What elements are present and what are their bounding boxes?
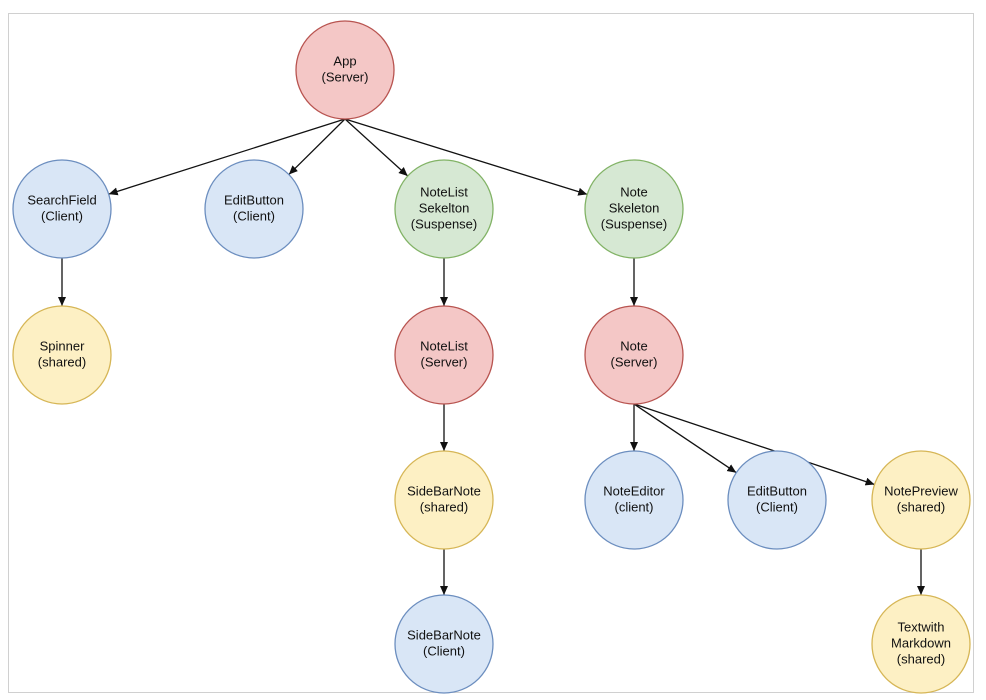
node-notelist: NoteList(Server) xyxy=(394,305,494,405)
node-label-notelist-skeleton-line-2: (Suspense) xyxy=(411,216,477,231)
node-notepreview: NotePreview(shared) xyxy=(871,450,971,550)
node-label-textwithmarkdown-line-0: Textwith xyxy=(898,619,945,634)
edge-app-to-searchfield xyxy=(108,118,346,196)
node-label-sidebarnote-client-line-1: (Client) xyxy=(423,643,465,658)
node-label-notelist-line-1: (Server) xyxy=(421,354,468,369)
node-circle-spinner xyxy=(12,305,112,405)
node-label-editbutton-bottom-line-1: (Client) xyxy=(756,499,798,514)
node-label-searchfield-line-0: SearchField xyxy=(27,192,96,207)
node-noteeditor: NoteEditor(client) xyxy=(584,450,684,550)
edge-app-to-notelist-skeleton xyxy=(344,118,409,177)
node-circle-notelist xyxy=(394,305,494,405)
nodes-layer: App(Server)SearchField(Client)EditButton… xyxy=(12,20,971,694)
node-circle-note-skeleton xyxy=(584,159,684,259)
node-label-notelist-skeleton-line-0: NoteList xyxy=(420,184,468,199)
node-searchfield: SearchField(Client) xyxy=(12,159,112,259)
edge-note-to-editbutton-bottom xyxy=(633,403,737,474)
node-label-editbutton-bottom-line-0: EditButton xyxy=(747,483,807,498)
node-circle-editbutton-bottom xyxy=(727,450,827,550)
edge-note-to-notepreview xyxy=(633,403,875,486)
node-label-note-skeleton-line-2: (Suspense) xyxy=(601,216,667,231)
node-editbutton-top: EditButton(Client) xyxy=(204,159,304,259)
node-spinner: Spinner(shared) xyxy=(12,305,112,405)
edge-app-to-note-skeleton xyxy=(344,118,588,196)
node-editbutton-bottom: EditButton(Client) xyxy=(727,450,827,550)
node-label-sidebarnote-shared-line-1: (shared) xyxy=(420,499,468,514)
node-sidebarnote-client: SideBarNote(Client) xyxy=(394,594,494,694)
node-label-app-line-1: (Server) xyxy=(322,69,369,84)
node-label-noteeditor-line-1: (client) xyxy=(614,499,653,514)
edges-layer xyxy=(58,118,925,595)
node-circle-textwithmarkdown xyxy=(871,594,971,694)
node-label-note-line-0: Note xyxy=(620,338,647,353)
node-circle-editbutton-top xyxy=(204,159,304,259)
node-label-sidebarnote-client-line-0: SideBarNote xyxy=(407,627,481,642)
node-label-note-skeleton-line-1: Skeleton xyxy=(609,200,660,215)
node-circle-app xyxy=(295,20,395,120)
node-circle-notelist-skeleton xyxy=(394,159,494,259)
node-label-searchfield-line-1: (Client) xyxy=(41,208,83,223)
node-label-app-line-0: App xyxy=(333,53,356,68)
node-label-editbutton-top-line-1: (Client) xyxy=(233,208,275,223)
edge-app-to-editbutton-top xyxy=(288,118,346,176)
node-label-note-skeleton-line-0: Note xyxy=(620,184,647,199)
diagram-frame xyxy=(8,13,974,693)
node-label-noteeditor-line-0: NoteEditor xyxy=(603,483,665,498)
node-label-textwithmarkdown-line-2: (shared) xyxy=(897,651,945,666)
node-circle-note xyxy=(584,305,684,405)
node-label-notepreview-line-0: NotePreview xyxy=(884,483,958,498)
node-label-notelist-skeleton-line-1: Sekelton xyxy=(419,200,470,215)
node-sidebarnote-shared: SideBarNote(shared) xyxy=(394,450,494,550)
node-circle-sidebarnote-client xyxy=(394,594,494,694)
node-note: Note(Server) xyxy=(584,305,684,405)
node-circle-searchfield xyxy=(12,159,112,259)
node-label-editbutton-top-line-0: EditButton xyxy=(224,192,284,207)
node-label-note-line-1: (Server) xyxy=(611,354,658,369)
node-circle-notepreview xyxy=(871,450,971,550)
node-label-textwithmarkdown-line-1: Markdown xyxy=(891,635,951,650)
node-circle-noteeditor xyxy=(584,450,684,550)
node-circle-sidebarnote-shared xyxy=(394,450,494,550)
node-label-notelist-line-0: NoteList xyxy=(420,338,468,353)
node-label-sidebarnote-shared-line-0: SideBarNote xyxy=(407,483,481,498)
node-label-notepreview-line-1: (shared) xyxy=(897,499,945,514)
node-label-spinner-line-0: Spinner xyxy=(40,338,85,353)
node-label-spinner-line-1: (shared) xyxy=(38,354,86,369)
node-app: App(Server) xyxy=(295,20,395,120)
